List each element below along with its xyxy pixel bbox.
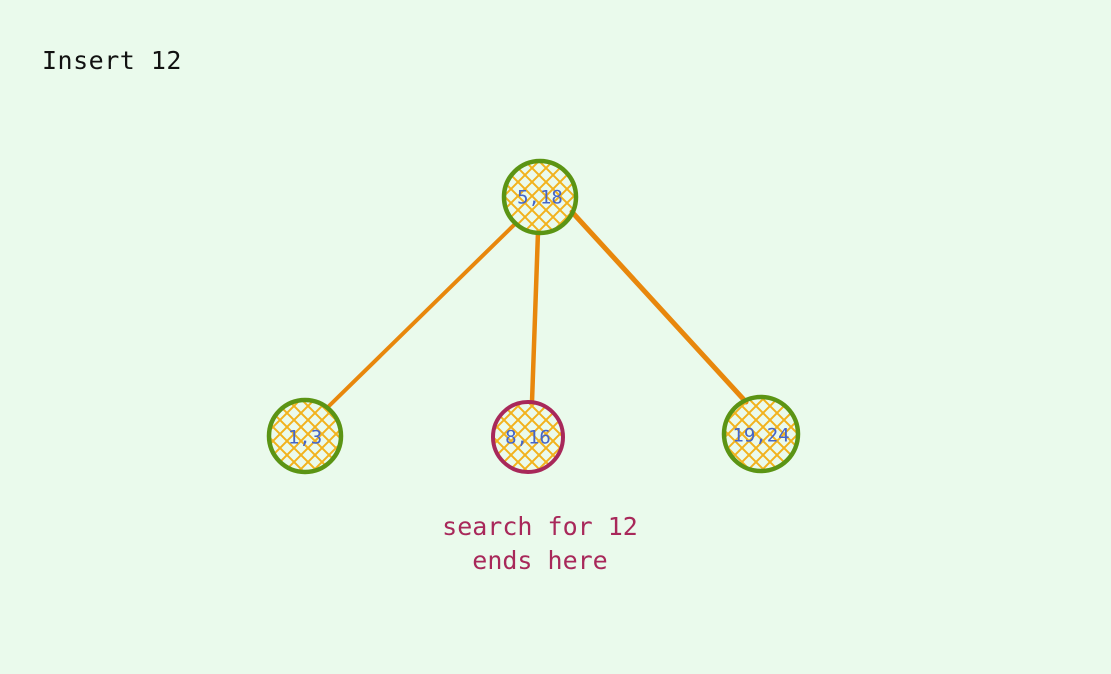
node-root: 5,18 (501, 158, 579, 236)
node-middle-label: 8,16 (505, 427, 551, 449)
node-left: 1,3 (266, 397, 344, 475)
node-right-label: 19,24 (732, 425, 789, 447)
node-middle-highlighted: 8,16 (491, 400, 565, 474)
edge-root-left (327, 222, 517, 408)
search-annotation: search for 12 ends here (442, 512, 638, 575)
node-left-label: 1,3 (288, 427, 322, 449)
edge-root-middle (529, 229, 541, 405)
node-root-label: 5,18 (517, 187, 563, 209)
diagram-title: Insert 12 (42, 46, 182, 75)
edge-root-right (569, 209, 749, 405)
node-right: 19,24 (721, 394, 801, 474)
